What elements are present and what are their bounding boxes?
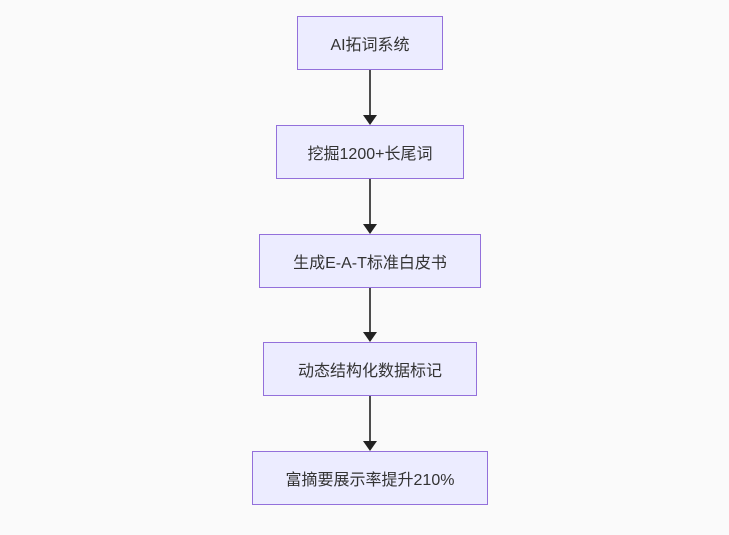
flow-node-label: 挖掘1200+长尾词 (307, 146, 433, 163)
flow-node-label: 富摘要展示率提升210% (285, 472, 455, 489)
flow-node-rich-snippet-result: 富摘要展示率提升210% (252, 451, 488, 505)
flow-edge-b-c (363, 179, 377, 234)
flow-edge-a-b (363, 70, 377, 125)
edge-line (369, 179, 371, 224)
flow-node-ai-word-expansion: AI拓词系统 (297, 16, 443, 70)
flow-node-label: 动态结构化数据标记 (297, 363, 442, 380)
edge-line (369, 396, 371, 441)
flow-node-label: AI拓词系统 (330, 37, 410, 54)
edge-line (369, 288, 371, 332)
arrow-down-icon (363, 115, 377, 125)
flow-edge-d-e (363, 396, 377, 451)
flow-node-longtail-mining: 挖掘1200+长尾词 (276, 125, 464, 179)
flow-node-structured-data: 动态结构化数据标记 (263, 342, 477, 396)
flow-edge-c-d (363, 288, 377, 342)
arrow-down-icon (363, 332, 377, 342)
edge-line (369, 70, 371, 115)
arrow-down-icon (363, 441, 377, 451)
arrow-down-icon (363, 224, 377, 234)
flow-node-eat-whitepaper: 生成E-A-T标准白皮书 (259, 234, 481, 288)
flow-node-label: 生成E-A-T标准白皮书 (293, 255, 447, 272)
